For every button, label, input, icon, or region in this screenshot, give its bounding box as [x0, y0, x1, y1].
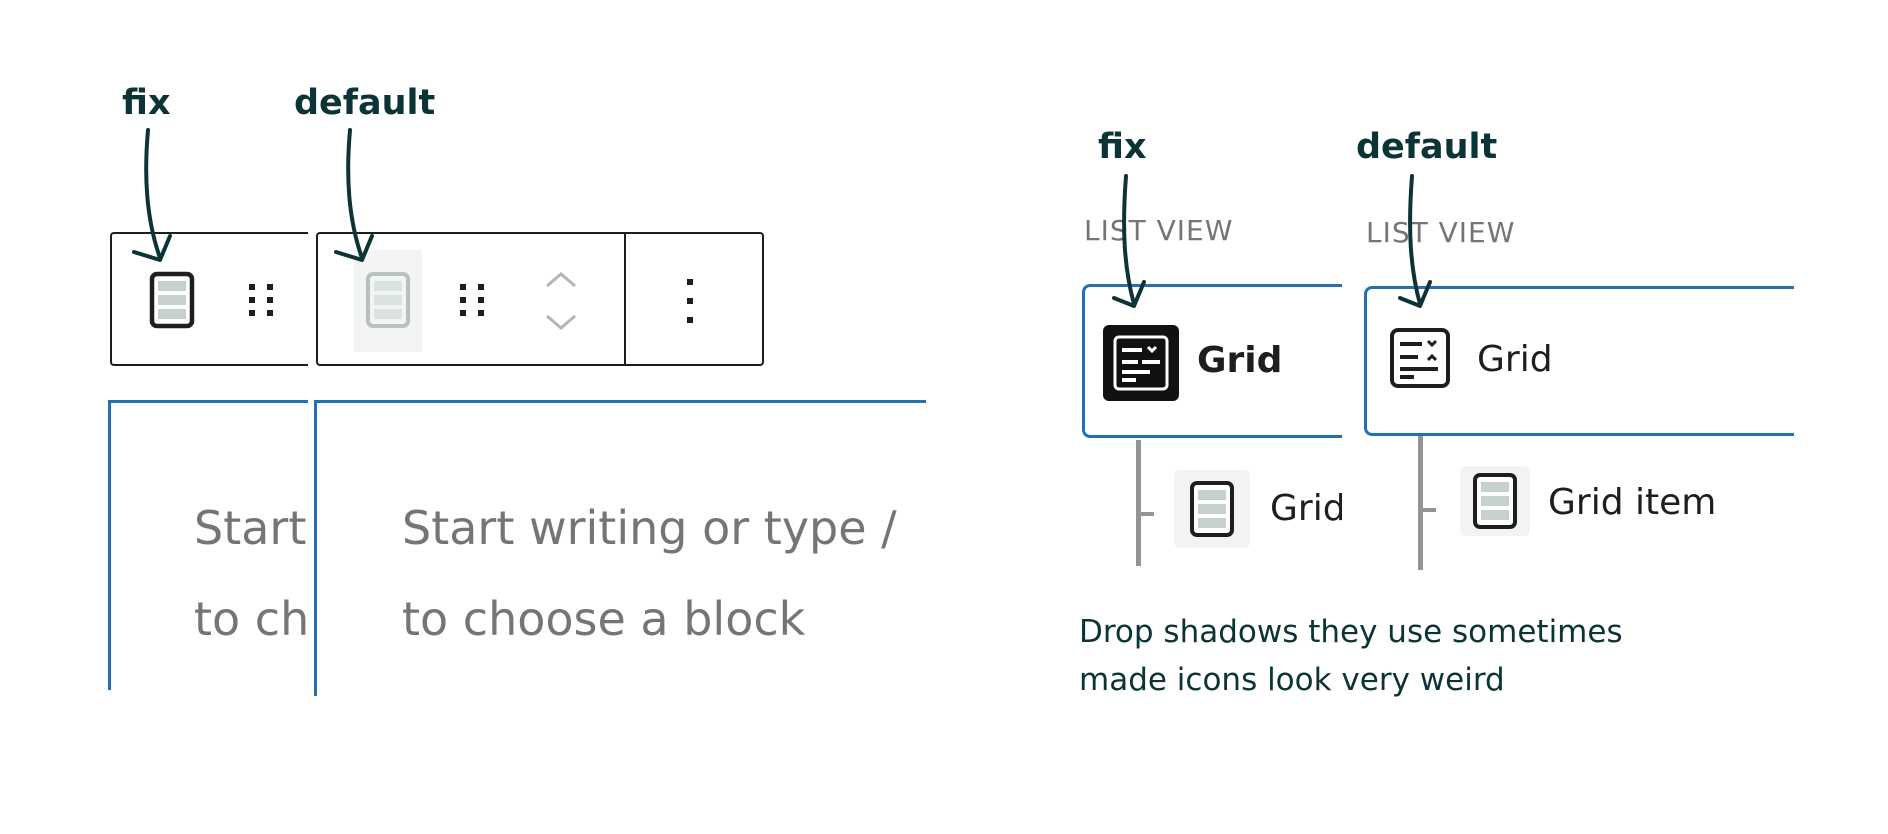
grid-icon — [1113, 335, 1169, 391]
placeholder-fix-line2: to ch — [194, 592, 308, 646]
list-view-child-icon-tile — [1460, 466, 1530, 536]
list-view-child-label[interactable]: Grid item — [1548, 482, 1717, 523]
grid-item-icon — [149, 271, 195, 329]
move-up-down-button[interactable] — [536, 264, 586, 338]
more-vertical-icon — [687, 279, 693, 323]
toolbar-separator — [624, 234, 626, 364]
block-toolbar-default — [316, 232, 764, 366]
editor-canvas-fix[interactable] — [108, 400, 308, 690]
placeholder-line2: to choose a block — [402, 592, 806, 646]
list-view-label: Grid — [1197, 340, 1283, 381]
drag-handle-icon — [249, 284, 273, 316]
grid-icon — [1390, 328, 1450, 388]
list-view-row-grid-fix[interactable]: Grid — [1082, 284, 1342, 438]
grid-item-icon — [1190, 481, 1234, 537]
list-view-header-fix: LIST VIEW — [1084, 214, 1234, 247]
drag-handle-button[interactable] — [242, 280, 282, 320]
drag-handle-icon — [460, 284, 484, 316]
note-line1: Drop shadows they use sometimes — [1079, 614, 1623, 650]
list-view-child-icon-tile — [1174, 470, 1250, 548]
block-options-button[interactable] — [670, 274, 710, 328]
editor-canvas-default[interactable] — [314, 400, 926, 696]
annotation-default-left: default — [294, 83, 436, 123]
tree-connector-branch — [1140, 512, 1154, 516]
move-up-down-icon — [546, 272, 576, 330]
grid-icon-tile — [1385, 323, 1455, 393]
block-type-button[interactable] — [358, 272, 418, 328]
grid-item-icon — [1473, 473, 1517, 529]
annotation-fix-left: fix — [122, 83, 171, 123]
block-type-button[interactable] — [144, 271, 200, 329]
tree-connector — [1418, 436, 1423, 570]
tree-connector — [1136, 440, 1141, 566]
list-view-header-default: LIST VIEW — [1366, 216, 1516, 249]
annotation-fix-right: fix — [1098, 127, 1147, 167]
grid-item-icon — [366, 272, 410, 328]
list-view-child-label[interactable]: Grid — [1270, 488, 1342, 529]
drag-handle-button[interactable] — [453, 280, 493, 320]
list-view-label: Grid — [1477, 339, 1553, 380]
placeholder-line1: Start writing or type / — [402, 501, 897, 555]
tree-connector-branch — [1422, 508, 1436, 512]
block-toolbar-fix — [110, 232, 308, 366]
list-view-row-grid-default[interactable]: Grid — [1364, 286, 1794, 436]
note-line2: made icons look very weird — [1079, 662, 1505, 698]
placeholder-fix-line1: Start — [194, 501, 307, 555]
annotation-default-right: default — [1356, 127, 1498, 167]
grid-icon-tile — [1103, 325, 1179, 401]
